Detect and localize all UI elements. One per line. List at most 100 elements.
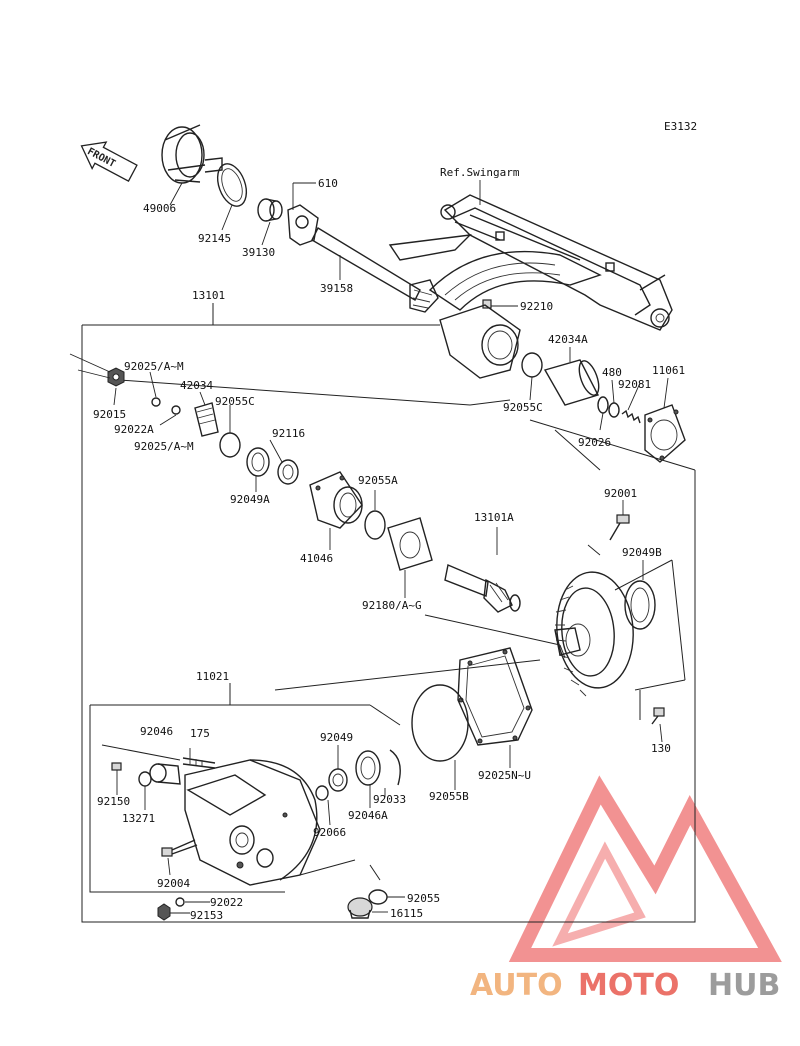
bearing-92046a xyxy=(355,750,381,786)
label-92049: 92049 xyxy=(320,731,353,744)
label-92055c-right: 92055C xyxy=(503,401,543,414)
assembly-box-11021 xyxy=(89,683,401,893)
label-92210: 92210 xyxy=(520,300,553,313)
bolt-92210 xyxy=(482,299,492,309)
label-92022a: 92022A xyxy=(114,423,154,436)
plug-16115 xyxy=(347,897,373,919)
label-92025nu: 92025N~U xyxy=(478,769,531,782)
label-610: 610 xyxy=(318,177,338,190)
washer-92022 xyxy=(175,897,185,907)
bushing-39130 xyxy=(257,198,283,222)
label-92116: 92116 xyxy=(272,427,305,440)
assembly-box-13101 xyxy=(81,303,696,923)
sleeve-42034a xyxy=(543,359,600,406)
swingarm xyxy=(388,180,673,331)
diagram-code: E3132 xyxy=(664,120,697,133)
spring-92081 xyxy=(621,409,641,424)
circlip-92033 xyxy=(389,749,401,786)
label-41046: 41046 xyxy=(300,552,333,565)
oring-92055 xyxy=(368,889,388,905)
washer-92025-top xyxy=(151,397,161,407)
ring-92145 xyxy=(216,163,248,207)
label-92055b: 92055B xyxy=(429,790,469,803)
bolt-130 xyxy=(651,707,665,725)
shim-92180 xyxy=(387,517,433,571)
label-13271: 13271 xyxy=(122,812,155,825)
label-13101a: 13101A xyxy=(474,511,514,524)
label-92015: 92015 xyxy=(93,408,126,421)
label-92150: 92150 xyxy=(97,795,130,808)
front-arrow-icon: FRONT xyxy=(80,141,138,182)
joint-cover-49006 xyxy=(161,124,223,184)
housing-flange xyxy=(439,304,521,379)
label-39130: 39130 xyxy=(242,246,275,259)
label-92022: 92022 xyxy=(210,896,243,909)
label-92081: 92081 xyxy=(618,378,651,391)
bearing-92049 xyxy=(328,768,348,792)
ring-gear xyxy=(554,571,634,697)
nut-92015 xyxy=(107,367,125,387)
watermark-auto: AUTO xyxy=(470,968,563,1003)
label-92033: 92033 xyxy=(373,793,406,806)
pinion-gear-13101a xyxy=(444,564,521,613)
label-480: 480 xyxy=(602,366,622,379)
label-92153: 92153 xyxy=(190,909,223,922)
ref-swingarm-label: Ref.Swingarm xyxy=(440,166,520,179)
part-labels: 49006 92145 39130 610 39158 92210 13101 … xyxy=(93,177,685,922)
label-11021: 11021 xyxy=(196,670,229,683)
label-16115: 16115 xyxy=(390,907,423,920)
label-92046: 92046 xyxy=(140,725,173,738)
washer-92022a xyxy=(171,405,181,415)
bolt-92150 xyxy=(111,762,122,771)
label-13101: 13101 xyxy=(192,289,225,302)
final-gear-case xyxy=(184,759,321,886)
bolt-92004 xyxy=(161,839,198,857)
label-92180: 92180/A~G xyxy=(362,599,422,612)
label-92055c-left: 92055C xyxy=(215,395,255,408)
label-92145: 92145 xyxy=(198,232,231,245)
label-92046a: 92046A xyxy=(348,809,388,822)
washer-92026 xyxy=(597,396,609,414)
automotohub-watermark: AUTO MOTO HUB xyxy=(470,775,782,1003)
sleeve-42034 xyxy=(194,402,219,437)
stud-175 xyxy=(182,757,216,769)
label-42034a: 42034A xyxy=(548,333,588,346)
label-39158: 39158 xyxy=(320,282,353,295)
label-92055a: 92055A xyxy=(358,474,398,487)
ring-480 xyxy=(608,402,620,418)
bolt-92001 xyxy=(609,514,630,541)
seal-92066 xyxy=(315,785,329,801)
oring-92055c-left xyxy=(219,432,241,458)
label-92001: 92001 xyxy=(604,487,637,500)
oring-92055a xyxy=(364,510,386,540)
label-42034: 42034 xyxy=(180,379,213,392)
nut-92153 xyxy=(157,903,171,921)
bearing-92049a xyxy=(246,447,270,477)
bushing-92046 xyxy=(149,763,181,785)
label-130: 130 xyxy=(651,742,671,755)
cover-11061 xyxy=(644,404,686,463)
label-92049b: 92049B xyxy=(622,546,662,559)
label-92049a: 92049A xyxy=(230,493,270,506)
bearing-92049b xyxy=(624,580,656,630)
label-92025-am-top: 92025/A~M xyxy=(124,360,184,373)
drive-shaft-39158 xyxy=(287,204,439,313)
label-92026: 92026 xyxy=(578,436,611,449)
leader-92015a xyxy=(77,369,111,379)
label-49006: 49006 xyxy=(143,202,176,215)
oring-92055c-right xyxy=(521,352,543,378)
label-92004: 92004 xyxy=(157,877,190,890)
watermark-moto: MOTO xyxy=(578,968,679,1003)
bearing-92116 xyxy=(277,459,299,485)
watermark-hub: HUB xyxy=(708,968,780,1003)
label-92025-am-bot: 92025/A~M xyxy=(134,440,194,453)
housing-41046 xyxy=(309,471,363,529)
collar-13271 xyxy=(138,771,152,787)
label-92055: 92055 xyxy=(407,892,440,905)
label-92066: 92066 xyxy=(313,826,346,839)
label-11061: 11061 xyxy=(652,364,685,377)
oring-92055b xyxy=(411,684,469,762)
gasket-92025nu xyxy=(457,647,533,746)
label-175: 175 xyxy=(190,727,210,740)
